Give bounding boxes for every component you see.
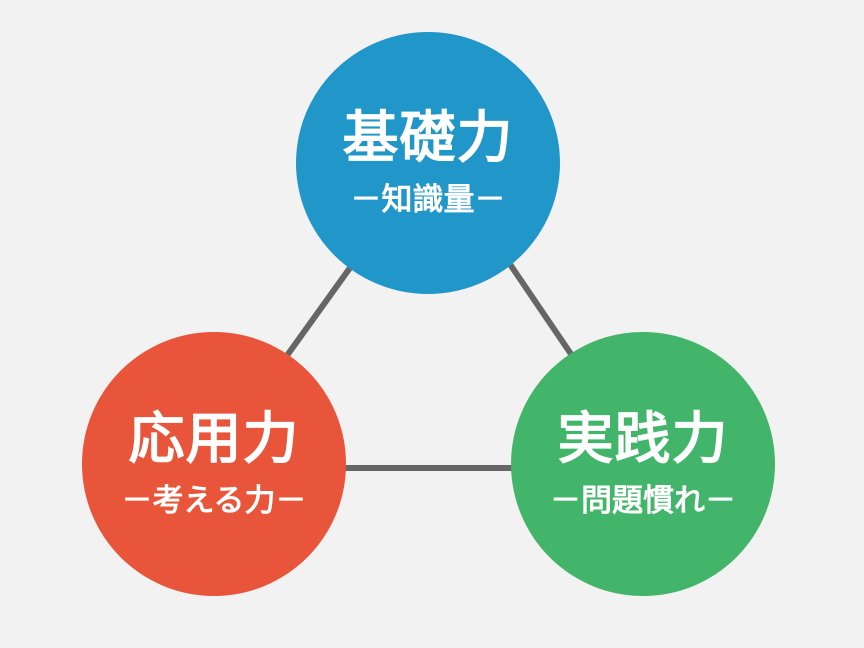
- node-application-title: 応用力: [128, 406, 300, 472]
- node-practice: 実践力 －問題慣れ－: [511, 332, 775, 596]
- node-practice-title: 実践力: [557, 406, 729, 472]
- node-application: 応用力 －考える力－: [82, 332, 346, 596]
- node-application-subtitle: －考える力－: [121, 482, 307, 519]
- node-foundation-title: 基礎力: [342, 105, 514, 171]
- node-foundation-subtitle: －知識量－: [350, 181, 506, 218]
- node-foundation: 基礎力 －知識量－: [296, 32, 560, 294]
- node-practice-subtitle: －問題慣れ－: [550, 482, 736, 519]
